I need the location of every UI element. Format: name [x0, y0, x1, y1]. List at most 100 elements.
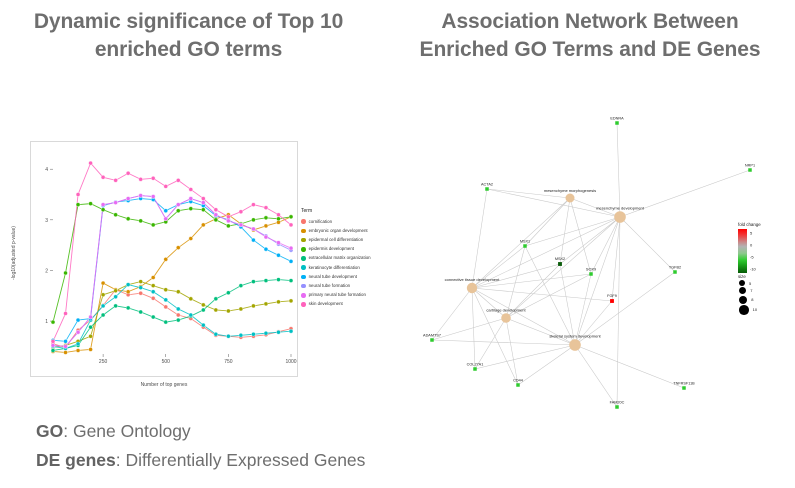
series-point [88, 347, 93, 352]
network-node-label: cartilage development [486, 308, 526, 313]
network-edge [517, 344, 576, 386]
fold-change-tick-label: -5 [750, 254, 754, 259]
go-term-node[interactable] [466, 282, 478, 294]
go-term-node[interactable] [565, 193, 575, 203]
series-point [163, 184, 168, 189]
series-point [288, 259, 294, 264]
go-term-node[interactable] [501, 313, 511, 323]
series-point [238, 222, 244, 228]
chart-legend-item[interactable]: embryonic organ development [301, 226, 397, 235]
series-point [151, 314, 156, 320]
series-point [176, 245, 181, 250]
series-point [125, 282, 131, 287]
chart-legend-item[interactable]: primary neural tube formation [301, 291, 397, 300]
series-point [75, 348, 81, 353]
series-point [276, 216, 281, 221]
size-legend-swatch [739, 304, 749, 315]
series-point [113, 212, 118, 217]
series-point [213, 217, 219, 222]
gene-node[interactable] [430, 338, 434, 342]
series-point [226, 218, 231, 224]
network-node-label: TNFRSF11B [673, 381, 695, 385]
series-point [288, 222, 294, 228]
network-edge [486, 188, 621, 218]
series-point [251, 226, 256, 232]
network-edge [431, 317, 507, 341]
series-point [163, 208, 168, 213]
series-line [52, 279, 292, 351]
gene-node[interactable] [615, 405, 619, 409]
gene-node[interactable] [748, 168, 752, 172]
legend-color-swatch [301, 292, 306, 298]
series-point [276, 253, 281, 258]
series-point [100, 280, 106, 286]
svg-text:2: 2 [45, 268, 48, 274]
legend-color-swatch [301, 247, 306, 252]
size-legend-item: 5 [738, 280, 794, 286]
gene-node[interactable] [485, 187, 489, 191]
go-term-node[interactable] [614, 211, 626, 223]
network-node-label: FAM20C [610, 400, 625, 404]
network-edge [471, 287, 476, 370]
series-point [75, 330, 81, 335]
gene-node[interactable] [516, 383, 520, 387]
gene-node[interactable] [523, 244, 527, 248]
chart-legend-item[interactable]: skin development [301, 300, 397, 309]
series-point [50, 319, 56, 325]
network-edge [574, 271, 676, 346]
series-point [201, 200, 206, 205]
series-point [263, 247, 269, 252]
series-point [263, 301, 269, 307]
chart-legend-item[interactable]: cornification [301, 217, 397, 226]
gene-node[interactable] [473, 367, 477, 371]
network-edge [486, 188, 571, 199]
network-edge [471, 197, 571, 289]
legend-color-swatch [301, 274, 306, 280]
series-point [138, 309, 143, 315]
gene-node[interactable] [589, 272, 593, 276]
series-point [151, 289, 156, 294]
legend-color-swatch [301, 265, 306, 271]
series-point [288, 298, 294, 304]
network-node-label: COL27A1 [467, 362, 484, 366]
network-node-label: TGFB2 [669, 265, 681, 269]
series-point [138, 218, 143, 224]
network-edge [574, 216, 621, 346]
chart-legend-item[interactable]: epidermis development [301, 245, 397, 254]
series-point [88, 324, 93, 330]
series-line [52, 162, 292, 342]
svg-text:250: 250 [99, 359, 108, 365]
network-edge [471, 287, 613, 302]
gene-node[interactable] [615, 121, 619, 125]
fold-change-tick-label: 5 [750, 230, 753, 235]
series-point [125, 171, 131, 176]
chart-legend-item[interactable]: extracellular matrix organization [301, 254, 397, 263]
chart-legend-item[interactable]: keratinocyte differentiation [301, 263, 397, 272]
series-point [113, 178, 118, 183]
chart-legend-item[interactable]: epidermal cell differentiation [301, 236, 397, 245]
series-point [88, 201, 93, 206]
size-legend-swatch [739, 295, 748, 304]
gene-node[interactable] [610, 299, 614, 303]
series-point [88, 314, 93, 320]
series-point [201, 207, 206, 212]
chart-legend-title: Term [301, 208, 313, 214]
series-point [113, 303, 118, 309]
series-point [226, 214, 231, 219]
chart-legend-item[interactable]: neural tube formation [301, 282, 397, 291]
svg-text:4: 4 [45, 167, 48, 173]
size-legend-label: 10 [752, 307, 758, 313]
gene-node[interactable] [682, 386, 686, 390]
gene-node[interactable] [558, 262, 562, 266]
network-node-label: mesenchyme morphogenesis [544, 188, 596, 193]
legend-item-label: keratinocyte differentiation [308, 264, 360, 270]
go-term-node[interactable] [569, 339, 581, 351]
gene-node[interactable] [673, 270, 677, 274]
series-point [176, 178, 181, 183]
chart-legend-item[interactable]: neural tube development [301, 272, 397, 281]
series-point [163, 216, 168, 221]
